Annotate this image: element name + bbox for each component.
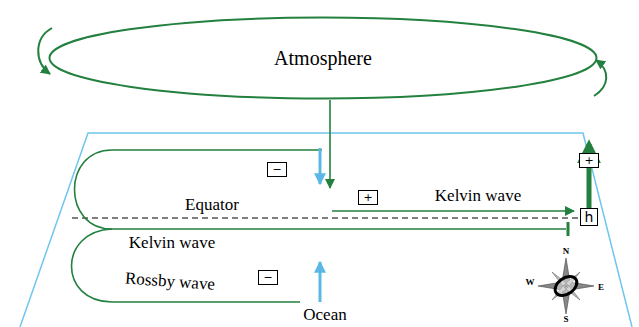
- ocean-label: Ocean: [303, 306, 346, 325]
- sign-box: −: [267, 162, 286, 177]
- equator-line: [72, 217, 600, 218]
- wave-path: [72, 229, 301, 302]
- wind-arrow: [329, 100, 331, 188]
- ocean-arrow: [319, 148, 322, 184]
- compass-letter: W: [526, 278, 535, 288]
- wave-label: Rossby wave: [124, 270, 215, 295]
- wave-label: Kelvin wave: [435, 187, 521, 206]
- kelvin-arrow: [332, 210, 574, 212]
- circulation-arrow: [594, 60, 606, 96]
- wave-tick: [567, 222, 570, 236]
- sign-box: +: [579, 153, 598, 168]
- node-text: −: [263, 271, 272, 284]
- ocean-arrow: [319, 262, 322, 302]
- atmosphere-ellipse: Atmosphere: [48, 16, 598, 100]
- node-text: Atmosphere: [274, 47, 372, 70]
- compass-letter: N: [563, 247, 570, 257]
- compass-rose: [538, 258, 594, 314]
- thermocline-box: h: [580, 208, 599, 226]
- wave-label: Kelvin wave: [129, 234, 215, 253]
- node-text: +: [584, 154, 593, 167]
- compass-letter: S: [563, 315, 568, 325]
- node-text: +: [363, 191, 372, 204]
- equator-label: Equator: [185, 196, 239, 215]
- node-text: −: [272, 163, 281, 176]
- sign-box: +: [358, 190, 377, 205]
- compass-letter: E: [598, 283, 604, 293]
- node-text: h: [585, 209, 594, 225]
- sign-box: −: [258, 270, 277, 285]
- circulation-arrow: [38, 28, 52, 74]
- ocean-plane: [20, 133, 632, 327]
